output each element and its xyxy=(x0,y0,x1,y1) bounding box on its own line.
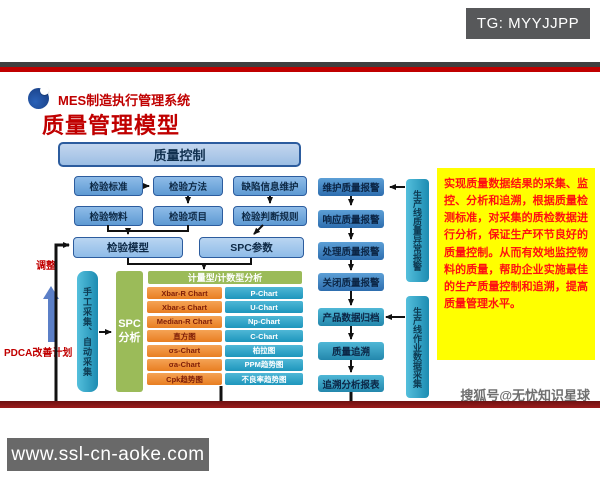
chart-cell: Xbar-R Chart xyxy=(147,287,222,299)
box-line-alarm: 生产线质量异常报警 xyxy=(406,179,429,282)
footer-url-badge: www.ssl-cn-aoke.com xyxy=(7,438,209,471)
page-title: 质量管理模型 xyxy=(42,113,181,138)
chart-cell: σs-Chart xyxy=(147,344,222,357)
header-gray-bar xyxy=(0,62,600,67)
chart-cell: Xbar-s Chart xyxy=(147,301,222,314)
line-data-label: 生产线作业数据采集 xyxy=(412,306,422,388)
tg-badge: TG: MYYJJPP xyxy=(466,8,590,39)
box-spc-analysis: SPC分析 xyxy=(116,271,143,392)
chart-cell: P-Chart xyxy=(225,287,303,299)
box-product-archive: 产品数据归档 xyxy=(318,308,384,326)
chart-cell: Median-R Chart xyxy=(147,315,222,328)
box-alert-close: 关闭质量报警 xyxy=(318,273,384,291)
box-alert-handle: 处理质量报警 xyxy=(318,242,384,260)
chart-cell: 直方图 xyxy=(147,330,222,343)
chart-cell: 柏拉图 xyxy=(225,344,303,357)
header-red-bar xyxy=(0,67,600,72)
line-alarm-label: 生产线质量异常报警 xyxy=(412,190,422,271)
box-quality-control: 质量控制 xyxy=(58,142,301,167)
box-quality-trace: 质量追溯 xyxy=(318,342,384,360)
chart-cell: 不良率趋势图 xyxy=(225,373,303,386)
box-defect-info: 缺陷信息维护 xyxy=(233,176,307,196)
chart-cell: Cpk趋势图 xyxy=(147,373,222,386)
box-trace-report: 追溯分析报表 xyxy=(318,375,384,392)
spc-chart-table: Xbar-R Chart P-Chart Xbar-s Chart U-Char… xyxy=(147,287,303,386)
box-inspect-item: 检验项目 xyxy=(153,206,223,226)
pdca-label: PDCA改善计划 xyxy=(4,348,73,359)
chart-cell: Np-Chart xyxy=(225,315,303,328)
box-inspect-material: 检验物料 xyxy=(74,206,143,226)
pdca-up-arrow-icon xyxy=(43,286,59,342)
box-line-data: 生产线作业数据采集 xyxy=(406,296,429,398)
box-inspect-standard: 检验标准 xyxy=(74,176,143,196)
box-spc-param: SPC参数 xyxy=(199,237,304,258)
system-name: MES制造执行管理系统 xyxy=(58,93,191,108)
logo-icon-dot xyxy=(40,86,49,95)
slide-bottom-border xyxy=(0,401,600,408)
box-judge-rule: 检验判断规则 xyxy=(233,206,307,226)
spc-table-header: 计量型/计数型分析 xyxy=(148,271,302,284)
chart-cell: U-Chart xyxy=(225,301,303,314)
box-inspect-model: 检验模型 xyxy=(73,237,183,258)
box-alert-respond: 响应质量报警 xyxy=(318,210,384,228)
data-collect-label: 手工采集、自动采集 xyxy=(82,286,92,377)
chart-cell: σa-Chart xyxy=(147,358,222,371)
box-alert-maintain: 维护质量报警 xyxy=(318,178,384,196)
box-data-collect: 手工采集、自动采集 xyxy=(77,271,98,392)
chart-cell: PPM趋势图 xyxy=(225,358,303,371)
watermark: 搜狐号@无忧知识星球 xyxy=(460,388,590,403)
adjust-label: 调整 xyxy=(36,261,56,272)
description-panel: 实现质量数据结果的采集、监控、分析和追溯，根据质量检测标准，对采集的质检数据进行… xyxy=(437,168,595,360)
box-inspect-method: 检验方法 xyxy=(153,176,223,196)
chart-cell: C-Chart xyxy=(225,330,303,343)
